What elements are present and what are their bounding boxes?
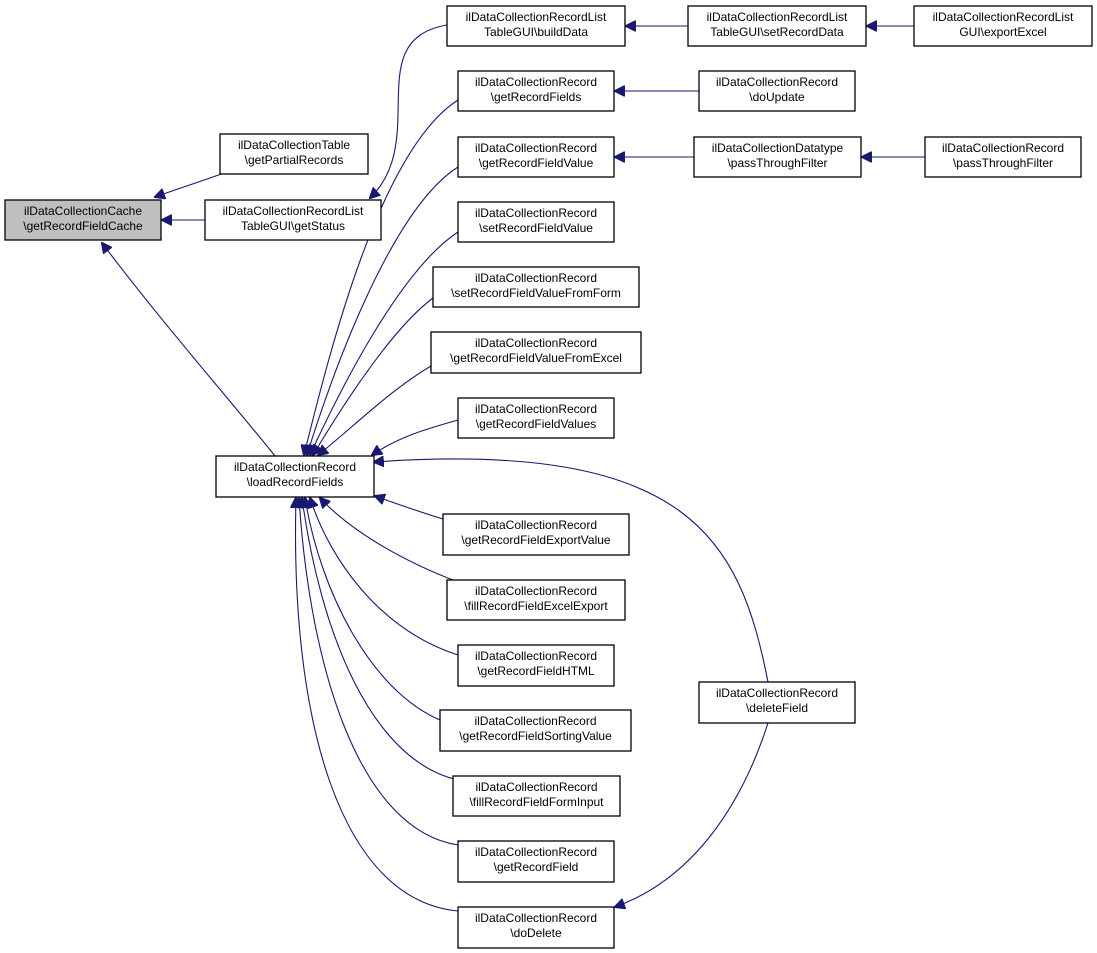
- node-label-line: \setRecordFieldValueFromForm: [451, 286, 621, 300]
- edge-getField-to-loadFields: [299, 498, 459, 846]
- node-label-line: TableGUI\buildData: [484, 25, 588, 39]
- edge-doDelete-to-loadFields: [296, 498, 459, 912]
- node-label-line: \getRecordFieldValue: [479, 156, 594, 170]
- node-label-line: ilDataCollectionRecord: [475, 336, 597, 350]
- node-label-line: \passThroughFilter: [953, 156, 1053, 170]
- node-listStatus[interactable]: ilDataCollectionRecordListTableGUI\getSt…: [204, 199, 382, 241]
- node-label-line: TableGUI\getStatus: [241, 219, 345, 233]
- node-label-line: \loadRecordFields: [247, 475, 344, 489]
- node-label-line: \getRecordFieldValues: [476, 417, 597, 431]
- node-label-line: ilDataCollectionRecord: [475, 518, 597, 532]
- node-label-line: \getRecordFieldCache: [23, 219, 143, 233]
- node-label-line: ilDataCollectionRecord: [475, 911, 597, 925]
- node-fillExcel[interactable]: ilDataCollectionRecord\fillRecordFieldEx…: [446, 579, 626, 621]
- node-label-line: ilDataCollectionRecord: [234, 460, 356, 474]
- node-label-line: \setRecordFieldValue: [479, 221, 593, 235]
- node-label-line: ilDataCollectionRecord: [475, 845, 597, 859]
- node-label-line: \getRecordFieldHTML: [477, 664, 595, 678]
- node-label-line: ilDataCollectionRecordList: [933, 10, 1074, 24]
- node-label-line: ilDataCollectionRecord: [942, 141, 1064, 155]
- node-label-line: ilDataCollectionRecord: [475, 271, 597, 285]
- node-label-line: \fillRecordFieldExcelExport: [464, 599, 608, 613]
- edge-loadFields-to-cache: [102, 243, 276, 457]
- node-doDelete[interactable]: ilDataCollectionRecord\doDelete: [457, 906, 615, 949]
- edge-deleteField-to-doDelete: [615, 722, 769, 907]
- node-tablePartial[interactable]: ilDataCollectionTable\getPartialRecords: [219, 133, 369, 175]
- node-label-line: ilDataCollectionRecord: [475, 584, 597, 598]
- node-label-line: \doDelete: [510, 926, 562, 940]
- node-label-line: ilDataCollectionRecord: [475, 75, 597, 89]
- node-label-line: ilDataCollectionDatatype: [712, 141, 844, 155]
- node-setFieldValue[interactable]: ilDataCollectionRecord\setRecordFieldVal…: [457, 201, 615, 243]
- nodes: ilDataCollectionCache\getRecordFieldCach…: [4, 5, 1093, 949]
- node-label-line: \getRecordFields: [491, 90, 582, 104]
- node-label-line: \getRecordField: [494, 860, 579, 874]
- node-label-line: ilDataCollectionRecordList: [707, 10, 848, 24]
- node-deleteField[interactable]: ilDataCollectionRecord\deleteField: [698, 681, 856, 724]
- edge-getRecordFields-to-loadFields: [304, 99, 459, 455]
- edge-fieldHTML-to-loadFields: [310, 498, 459, 656]
- node-label-line: ilDataCollectionRecord: [475, 402, 597, 416]
- node-label-line: ilDataCollectionRecord: [475, 780, 597, 794]
- node-loadFields[interactable]: ilDataCollectionRecord\loadRecordFields: [215, 455, 375, 498]
- node-label-line: ilDataCollectionRecord: [475, 206, 597, 220]
- node-buildData[interactable]: ilDataCollectionRecordListTableGUI\build…: [446, 5, 626, 47]
- edge-setFromForm-to-loadFields: [313, 297, 434, 455]
- edge-tablePartial-to-cache: [155, 172, 225, 197]
- edge-getFromExcel-to-loadFields: [318, 365, 432, 455]
- node-getField[interactable]: ilDataCollectionRecord\getRecordField: [457, 840, 615, 883]
- edge-fillForm-to-loadFields: [302, 498, 459, 781]
- node-label-line: ilDataCollectionRecord: [475, 649, 597, 663]
- node-label-line: ilDataCollectionRecord: [716, 75, 838, 89]
- edge-deleteField-to-loadFields: [374, 459, 769, 683]
- node-label-line: ilDataCollectionRecord: [716, 686, 838, 700]
- edge-buildData-to-listStatus: [370, 24, 448, 198]
- node-label-line: ilDataCollectionRecord: [475, 141, 597, 155]
- node-exportValue[interactable]: ilDataCollectionRecord\getRecordFieldExp…: [442, 513, 630, 556]
- node-dtPassThrough[interactable]: ilDataCollectionDatatype\passThroughFilt…: [693, 136, 862, 178]
- node-fieldHTML[interactable]: ilDataCollectionRecord\getRecordFieldHTM…: [457, 644, 615, 687]
- node-label-line: ilDataCollectionRecord: [474, 714, 596, 728]
- node-label-line: \passThroughFilter: [727, 156, 827, 170]
- node-setFromForm[interactable]: ilDataCollectionRecord\setRecordFieldVal…: [432, 266, 640, 308]
- node-label-line: ilDataCollectionCache: [24, 204, 142, 218]
- edges: [102, 24, 925, 912]
- node-cache[interactable]: ilDataCollectionCache\getRecordFieldCach…: [4, 199, 162, 241]
- node-fillForm[interactable]: ilDataCollectionRecord\fillRecordFieldFo…: [452, 775, 621, 817]
- node-doUpdate[interactable]: ilDataCollectionRecord\doUpdate: [698, 70, 856, 112]
- node-label-line: ilDataCollectionRecordList: [466, 10, 607, 24]
- node-label-line: \getRecordFieldSortingValue: [459, 729, 612, 743]
- node-setRecordData[interactable]: ilDataCollectionRecordListTableGUI\setRe…: [687, 5, 867, 47]
- node-exportExcel[interactable]: ilDataCollectionRecordListGUI\exportExce…: [913, 5, 1093, 47]
- node-label-line: ilDataCollectionRecordList: [223, 204, 364, 218]
- node-label-line: \deleteField: [746, 701, 808, 715]
- node-getFieldValues[interactable]: ilDataCollectionRecord\getRecordFieldVal…: [457, 397, 615, 439]
- node-getRecordFields[interactable]: ilDataCollectionRecord\getRecordFields: [457, 70, 615, 112]
- node-label-line: GUI\exportExcel: [959, 25, 1046, 39]
- node-getFieldValue[interactable]: ilDataCollectionRecord\getRecordFieldVal…: [457, 136, 615, 178]
- node-label-line: \fillRecordFieldFormInput: [469, 795, 604, 809]
- edge-getFieldValues-to-loadFields: [372, 419, 459, 455]
- node-label-line: TableGUI\setRecordData: [710, 25, 844, 39]
- node-label-line: ilDataCollectionTable: [238, 138, 350, 152]
- node-sortingValue[interactable]: ilDataCollectionRecord\getRecordFieldSor…: [439, 709, 632, 752]
- node-label-line: \getRecordFieldExportValue: [461, 533, 611, 547]
- node-label-line: \getPartialRecords: [245, 153, 344, 167]
- edge-exportValue-to-loadFields: [375, 496, 444, 520]
- edge-setFieldValue-to-loadFields: [310, 231, 459, 455]
- node-getFromExcel[interactable]: ilDataCollectionRecord\getRecordFieldVal…: [430, 331, 642, 374]
- edge-sortingValue-to-loadFields: [305, 498, 441, 721]
- node-label-line: \getRecordFieldValueFromExcel: [450, 351, 622, 365]
- edge-fillExcel-to-loadFields: [320, 498, 459, 583]
- edge-getFieldValue-to-loadFields: [307, 166, 459, 455]
- node-recPassThrough[interactable]: ilDataCollectionRecord\passThroughFilter: [924, 136, 1082, 178]
- node-label-line: \doUpdate: [749, 90, 805, 104]
